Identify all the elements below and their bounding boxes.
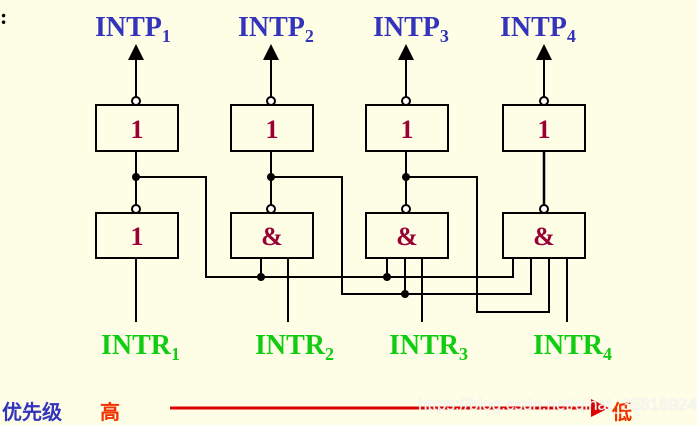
input-label-intr2: INTR2 [255, 330, 335, 364]
output-label-intp4: INTP4 [500, 12, 576, 46]
output-label-intp1: INTP1 [95, 12, 171, 46]
wire-2 [271, 176, 532, 295]
junction-dot [132, 173, 140, 181]
junction-dot [383, 273, 391, 281]
junction-dot [257, 273, 265, 281]
top-gate-symbol-2: 1 [266, 115, 279, 144]
priority-high: 高 [100, 400, 120, 424]
junction-dot [267, 173, 275, 181]
wire-1 [136, 176, 514, 278]
bottom-gate-symbol-4: & [533, 222, 555, 251]
inversion-bubble [539, 204, 549, 214]
watermark: https://blog.csdn.net/qinat_38816924 [418, 395, 697, 414]
junction-dot [402, 173, 410, 181]
inversion-bubble [266, 96, 276, 106]
junction-dot [401, 290, 409, 298]
input-label-intr3: INTR3 [389, 330, 469, 364]
top-gate-symbol-3: 1 [401, 115, 414, 144]
top-gate-symbol-1: 1 [131, 115, 144, 144]
bottom-gate-symbol-2: & [261, 222, 283, 251]
corner-mark: : [0, 4, 8, 29]
inversion-bubble [266, 204, 276, 214]
top-gate-symbol-4: 1 [538, 115, 551, 144]
input-label-intr4: INTR4 [533, 330, 613, 364]
bottom-gate-symbol-3: & [396, 222, 418, 251]
bottom-gate-symbol-1: 1 [131, 222, 144, 251]
priority-low: 低 [612, 400, 632, 424]
wire-3 [406, 176, 550, 313]
inversion-bubble [131, 96, 141, 106]
inversion-bubble [401, 204, 411, 214]
priority-label: 优先级 [2, 400, 62, 424]
output-label-intp3: INTP3 [373, 12, 449, 46]
inversion-bubble [539, 96, 549, 106]
inversion-bubble [401, 96, 411, 106]
output-label-intp2: INTP2 [238, 12, 314, 46]
input-label-intr1: INTR1 [101, 330, 181, 364]
inversion-bubble [131, 204, 141, 214]
